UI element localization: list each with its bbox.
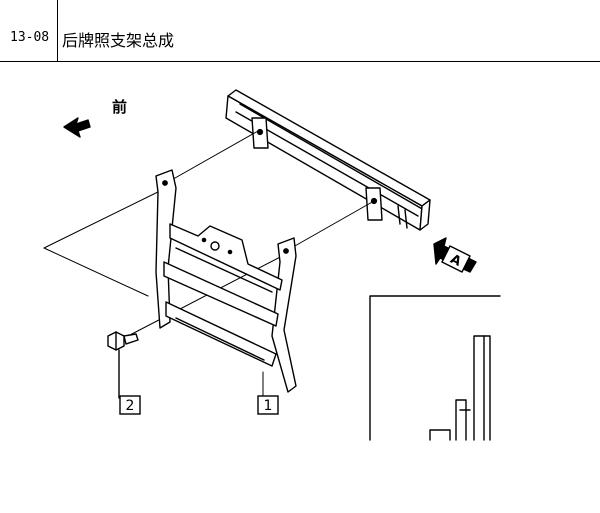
page-header: 13-08 后牌照支架总成 bbox=[0, 0, 600, 62]
license-plate-bracket bbox=[155, 169, 297, 393]
section-title: 后牌照支架总成 bbox=[62, 31, 175, 50]
callout-1-label: 1 bbox=[264, 398, 273, 414]
detail-inset bbox=[369, 295, 501, 441]
callout-2: 2 bbox=[119, 395, 141, 415]
header-rule bbox=[0, 61, 600, 62]
bolt bbox=[107, 331, 139, 399]
callout-1: 1 bbox=[257, 395, 279, 415]
bracket-assembly-diagram: 前 A 1 2 bbox=[43, 89, 501, 441]
view-a-arrow bbox=[433, 237, 477, 273]
front-direction-arrow bbox=[63, 117, 91, 138]
section-code: 13-08 bbox=[10, 30, 50, 45]
frame-rail bbox=[225, 89, 431, 231]
callout-2-label: 2 bbox=[126, 398, 135, 414]
header-divider bbox=[57, 0, 58, 62]
front-label: 前 bbox=[112, 98, 127, 116]
